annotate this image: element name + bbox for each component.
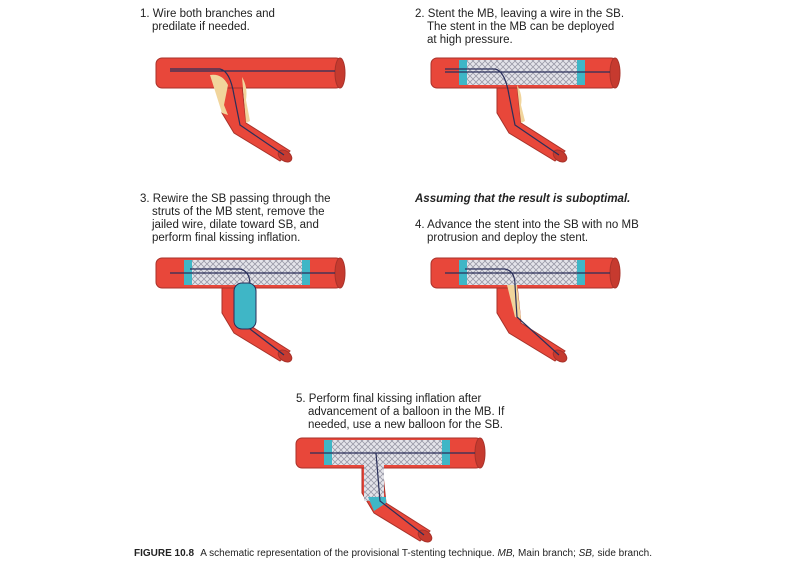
panel-2-vessel: [430, 57, 621, 165]
suboptimal-note: Assuming that the result is suboptimal.: [415, 193, 631, 205]
panel-1-vessel: [155, 57, 346, 165]
step-2-caption: 2. Stent the MB, leaving a wire in the S…: [415, 8, 625, 46]
panel-3-vessel: [155, 257, 346, 365]
panel-4-vessel: [430, 257, 621, 365]
caption-mb: MB,: [497, 548, 516, 559]
caption-mb-text: Main branch;: [518, 548, 576, 559]
caption-sb-text: side branch.: [597, 548, 653, 559]
step-4-caption: 4. Advance the stent into the SB with no…: [415, 219, 639, 244]
figure-label: FIGURE 10.8: [134, 548, 195, 559]
caption-sb: SB,: [578, 548, 595, 559]
step-5-caption: 5. Perform final kissing inflation after…: [296, 393, 505, 431]
caption-text: A schematic representation of the provis…: [200, 548, 495, 559]
panel-5-vessel: [295, 437, 486, 545]
figure-caption: FIGURE 10.8 A schematic representation o…: [134, 548, 652, 559]
